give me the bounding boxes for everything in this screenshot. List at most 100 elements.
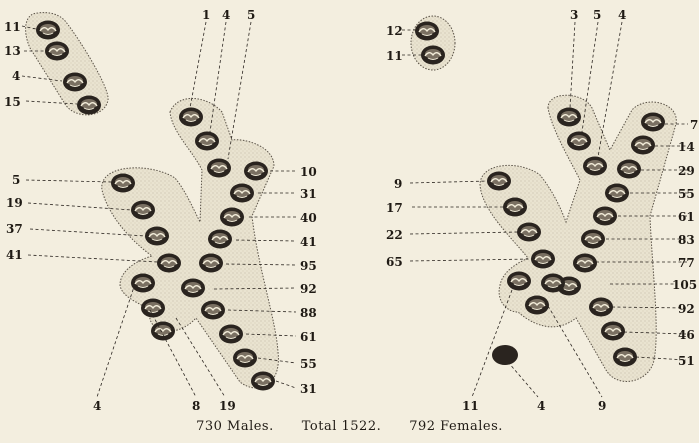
male-label: 4	[222, 8, 230, 22]
male-label: 37	[6, 222, 23, 236]
male-cell	[179, 108, 203, 127]
female-label: 5	[593, 8, 601, 22]
male-label: 92	[300, 282, 317, 296]
female-cell	[613, 348, 637, 367]
female-label: 55	[678, 187, 695, 201]
female-label: 14	[678, 140, 695, 154]
female-label: 65	[386, 255, 403, 269]
female-cell	[531, 250, 555, 269]
female-cell	[605, 184, 629, 203]
male-cell	[199, 254, 223, 273]
female-label: 12	[386, 24, 403, 38]
male-cell	[157, 254, 181, 273]
male-label: 15	[4, 95, 21, 109]
male-cell	[151, 322, 175, 341]
male-label: 4	[93, 399, 101, 413]
male-cell	[201, 301, 225, 320]
female-label: 61	[678, 210, 695, 224]
male-cell	[131, 274, 155, 293]
female-label: 51	[678, 354, 695, 368]
male-label: 31	[300, 382, 317, 396]
male-cell	[220, 208, 244, 227]
male-main-cluster	[102, 98, 279, 387]
male-cell	[36, 21, 60, 40]
female-label: 29	[678, 164, 695, 178]
male-cell	[141, 299, 165, 318]
female-cell	[593, 207, 617, 226]
female-cell	[487, 172, 511, 191]
female-cell	[581, 230, 605, 249]
caption-males: 730 Males.	[196, 419, 274, 434]
male-label: 19	[6, 196, 23, 210]
male-cell	[45, 42, 69, 61]
male-label: 19	[219, 399, 236, 413]
male-label: 40	[300, 211, 317, 225]
female-label: 9	[598, 399, 606, 413]
male-label: 88	[300, 306, 317, 320]
female-cell	[541, 274, 565, 293]
female-label: 83	[678, 233, 695, 247]
female-label: 11	[386, 49, 403, 63]
female-cell	[415, 22, 439, 41]
female-cell	[517, 223, 541, 242]
female-cell	[525, 296, 549, 315]
male-cell	[219, 325, 243, 344]
caption-total: Total 1522.	[302, 419, 381, 434]
male-cell	[251, 372, 275, 391]
male-cell	[208, 230, 232, 249]
male-label: 1	[202, 8, 210, 22]
male-label: 10	[300, 165, 317, 179]
female-label: 46	[678, 328, 695, 342]
female-cell	[573, 254, 597, 273]
male-cell	[111, 174, 135, 193]
male-label: 61	[300, 330, 317, 344]
male-label: 41	[6, 248, 23, 262]
male-label: 55	[300, 357, 317, 371]
female-cell	[557, 108, 581, 127]
female-label: 17	[386, 201, 403, 215]
male-cell	[63, 73, 87, 92]
male-cell	[230, 184, 254, 203]
male-label: 95	[300, 259, 317, 273]
female-cell	[421, 46, 445, 65]
male-label: 31	[300, 187, 317, 201]
female-label: 4	[537, 399, 545, 413]
male-label: 5	[12, 173, 20, 187]
female-cell	[503, 198, 527, 217]
female-label: 22	[386, 228, 403, 242]
male-cell	[131, 201, 155, 220]
female-label: 92	[678, 302, 695, 316]
female-label: 9	[394, 177, 402, 191]
female-cell	[507, 272, 531, 291]
female-cell	[617, 160, 641, 179]
female-cell	[567, 132, 591, 151]
male-cell	[207, 159, 231, 178]
male-cell	[244, 162, 268, 181]
female-label: 3	[570, 8, 578, 22]
male-cell	[181, 279, 205, 298]
female-isolated-cell	[492, 345, 518, 365]
males-group: 11 13 4 15 1 4 5 10 31 40 41 95 92 88 61…	[4, 8, 317, 413]
females-group: 12 11 3 5 4 7 14 29 55 61 83 77 105 92 4…	[386, 8, 698, 413]
male-label: 4	[12, 69, 20, 83]
male-label: 8	[192, 399, 200, 413]
male-cell	[195, 132, 219, 151]
female-cell	[631, 136, 655, 155]
male-label: 41	[300, 235, 317, 249]
female-label: 105	[672, 278, 697, 292]
female-cell	[583, 157, 607, 176]
female-label: 77	[678, 256, 695, 270]
male-cell	[77, 96, 101, 115]
male-cell	[233, 349, 257, 368]
female-cell	[601, 322, 625, 341]
female-label: 7	[690, 118, 698, 132]
male-cell	[145, 227, 169, 246]
male-label: 5	[247, 8, 255, 22]
female-label: 4	[618, 8, 626, 22]
female-cell	[641, 113, 665, 132]
figure-caption: 730 Males. Total 1522. 792 Females.	[0, 415, 699, 437]
male-label: 11	[4, 20, 21, 34]
male-label: 13	[4, 44, 21, 58]
female-cell	[589, 298, 613, 317]
